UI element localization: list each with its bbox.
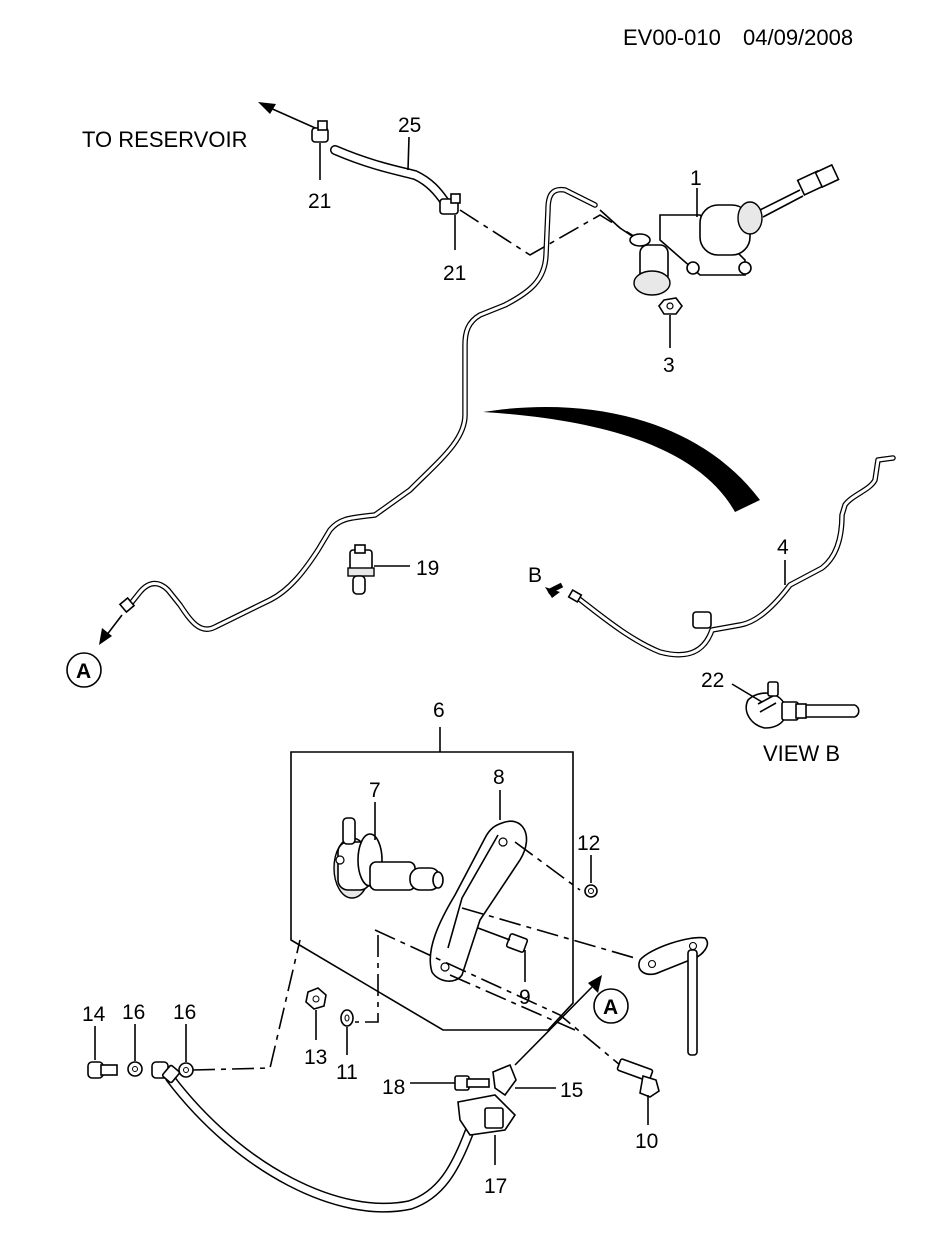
nut-13: [305, 987, 327, 1010]
view-b-arrow-label: B: [528, 564, 542, 587]
callout-1: 1: [690, 167, 702, 190]
view-b-detail: [745, 681, 860, 729]
callout-16b: 16: [173, 1001, 196, 1024]
callout-15: 15: [560, 1079, 583, 1102]
callout-4: 4: [777, 536, 789, 559]
reservoir-hose: [330, 145, 450, 207]
svg-text:A: A: [603, 996, 618, 1019]
ref-circle-a-right: A: [593, 988, 629, 1024]
callout-16a: 16: [122, 1001, 145, 1024]
callout-17: 17: [484, 1175, 507, 1198]
washer-11: [340, 1009, 354, 1027]
callout-7: 7: [369, 779, 381, 802]
callout-25: 25: [398, 114, 421, 137]
callout-3: 3: [663, 354, 675, 377]
svg-text:A: A: [76, 660, 91, 683]
ref-circle-a-left: A: [66, 652, 102, 688]
bracket-bolt-18: [410, 1075, 490, 1091]
callout-6: 6: [433, 699, 445, 722]
clutch-release-rod: [638, 936, 709, 1056]
union-bolt: [87, 1061, 118, 1079]
callout-18: 18: [382, 1076, 405, 1099]
rod-bolt: [616, 1058, 660, 1098]
washer-12: [584, 884, 598, 898]
hose-clamp-upper: [311, 120, 329, 143]
callout-12: 12: [577, 832, 600, 855]
washer-16b: [178, 1062, 194, 1078]
diagram-code: EV00-010: [623, 25, 721, 50]
section-transition-arrow: [483, 406, 760, 512]
hose-clamp-lower: [439, 193, 461, 215]
washer-16a: [127, 1061, 143, 1077]
slave-cylinder-kit-box: [290, 727, 574, 1031]
diagram-date: 04/09/2008: [743, 25, 853, 50]
pipe-bracket-clip: [347, 544, 375, 595]
callout-10: 10: [635, 1130, 658, 1153]
to-reservoir-arrow: [258, 102, 323, 132]
callout-19: 19: [416, 557, 439, 580]
pipe-to-a-arrow: [99, 614, 123, 645]
callout-11: 11: [336, 1061, 358, 1084]
callout-22: 22: [701, 669, 724, 692]
clutch-pipe: [118, 186, 598, 632]
clutch-master-cylinder: [599, 163, 840, 296]
callout-21-upper: 21: [308, 190, 331, 213]
view-b-label: VIEW B: [763, 741, 840, 766]
clutch-flex-hose: [151, 1061, 475, 1213]
hose-bracket: [457, 1094, 517, 1136]
callout-13: 13: [304, 1046, 327, 1069]
callout-21-lower: 21: [443, 262, 466, 285]
callout-9: 9: [519, 986, 531, 1009]
slave-cylinder-bracket: [429, 820, 528, 982]
slave-cylinder: [333, 817, 444, 899]
to-reservoir-label: TO RESERVOIR: [82, 127, 247, 152]
bracket-bolt: [477, 927, 529, 953]
callout-8: 8: [493, 766, 505, 789]
view-b-arrow: [545, 582, 564, 598]
hose-clip: [492, 1063, 517, 1097]
callout-14: 14: [82, 1003, 106, 1026]
pipe-assembly-lower: [567, 455, 896, 658]
return-to-a-arrow: [514, 975, 602, 1066]
master-cylinder-nut: [658, 297, 683, 315]
